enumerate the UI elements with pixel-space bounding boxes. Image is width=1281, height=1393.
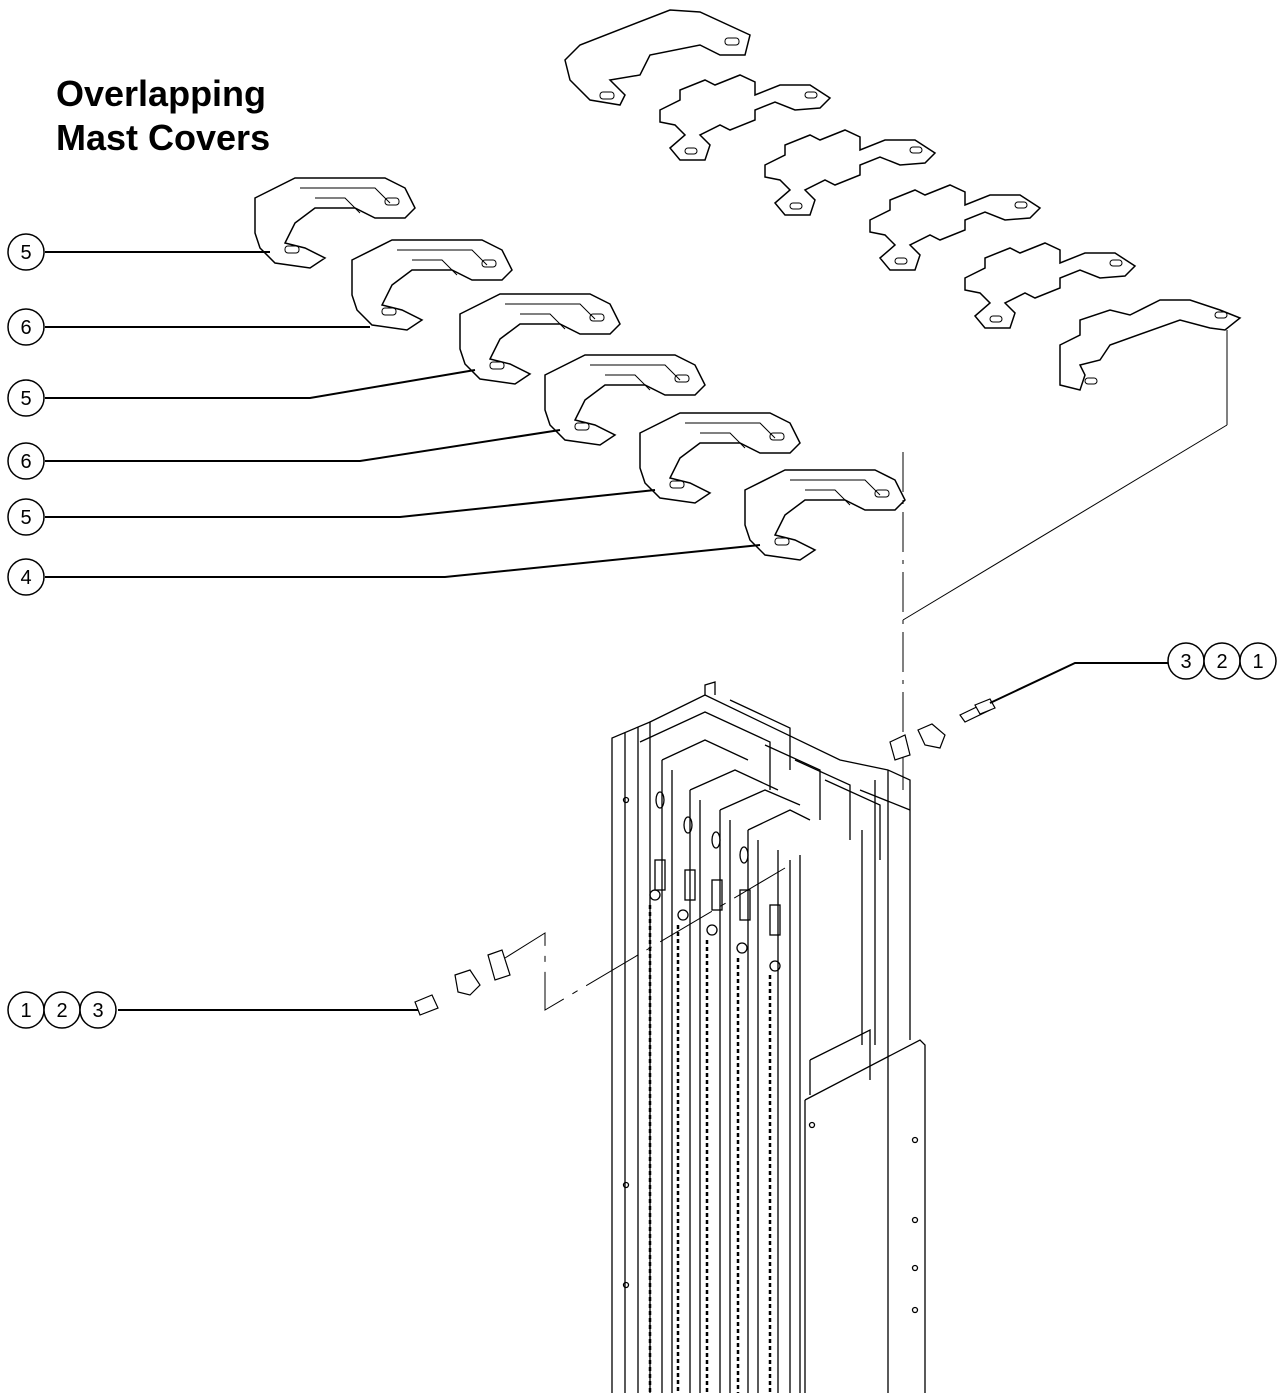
stack-callouts: 5 6 5 6 5 4 [7,233,45,596]
callout-3-left: 3 [79,991,117,1029]
callout-5-a: 5 [7,233,45,271]
svg-text:5: 5 [20,388,31,410]
callout-4: 4 [7,558,45,596]
svg-text:1: 1 [20,1000,31,1022]
svg-text:5: 5 [20,507,31,529]
callout-2-right: 2 [1203,642,1241,680]
svg-text:4: 4 [20,567,31,589]
callout-2-left: 2 [43,991,81,1029]
callout-1-right: 1 [1239,642,1277,680]
top-cover-plates [564,9,1242,391]
mast-cables [648,905,772,1393]
left-callouts: 1 2 3 [7,991,117,1029]
callout-6-b: 6 [7,442,45,480]
callout-5-c: 5 [7,498,45,536]
callout-3-right: 3 [1167,642,1205,680]
left-bracket-hardware [414,949,511,1016]
callout-1-left: 1 [7,991,45,1029]
title-line-2: Mast Covers [56,117,271,158]
svg-text:3: 3 [1180,651,1191,673]
right-leader-line [989,662,1168,704]
stack-leader-lines [45,251,761,578]
svg-text:6: 6 [20,317,31,339]
right-bracket-hardware [889,698,996,761]
svg-text:2: 2 [1216,651,1227,673]
title-line-1: Overlapping [56,73,267,114]
mast-assembly [611,681,926,1393]
callout-6-a: 6 [7,308,45,346]
svg-text:5: 5 [20,242,31,264]
svg-text:1: 1 [1252,651,1263,673]
right-callouts: 3 2 1 [1167,642,1277,680]
diagram-title: Overlapping Mast Covers [56,72,270,160]
svg-text:6: 6 [20,451,31,473]
mast-cover-stack [254,177,906,561]
callout-5-b: 5 [7,379,45,417]
svg-text:2: 2 [56,1000,67,1022]
svg-text:3: 3 [92,1000,103,1022]
assembly-lines [504,330,1228,1011]
